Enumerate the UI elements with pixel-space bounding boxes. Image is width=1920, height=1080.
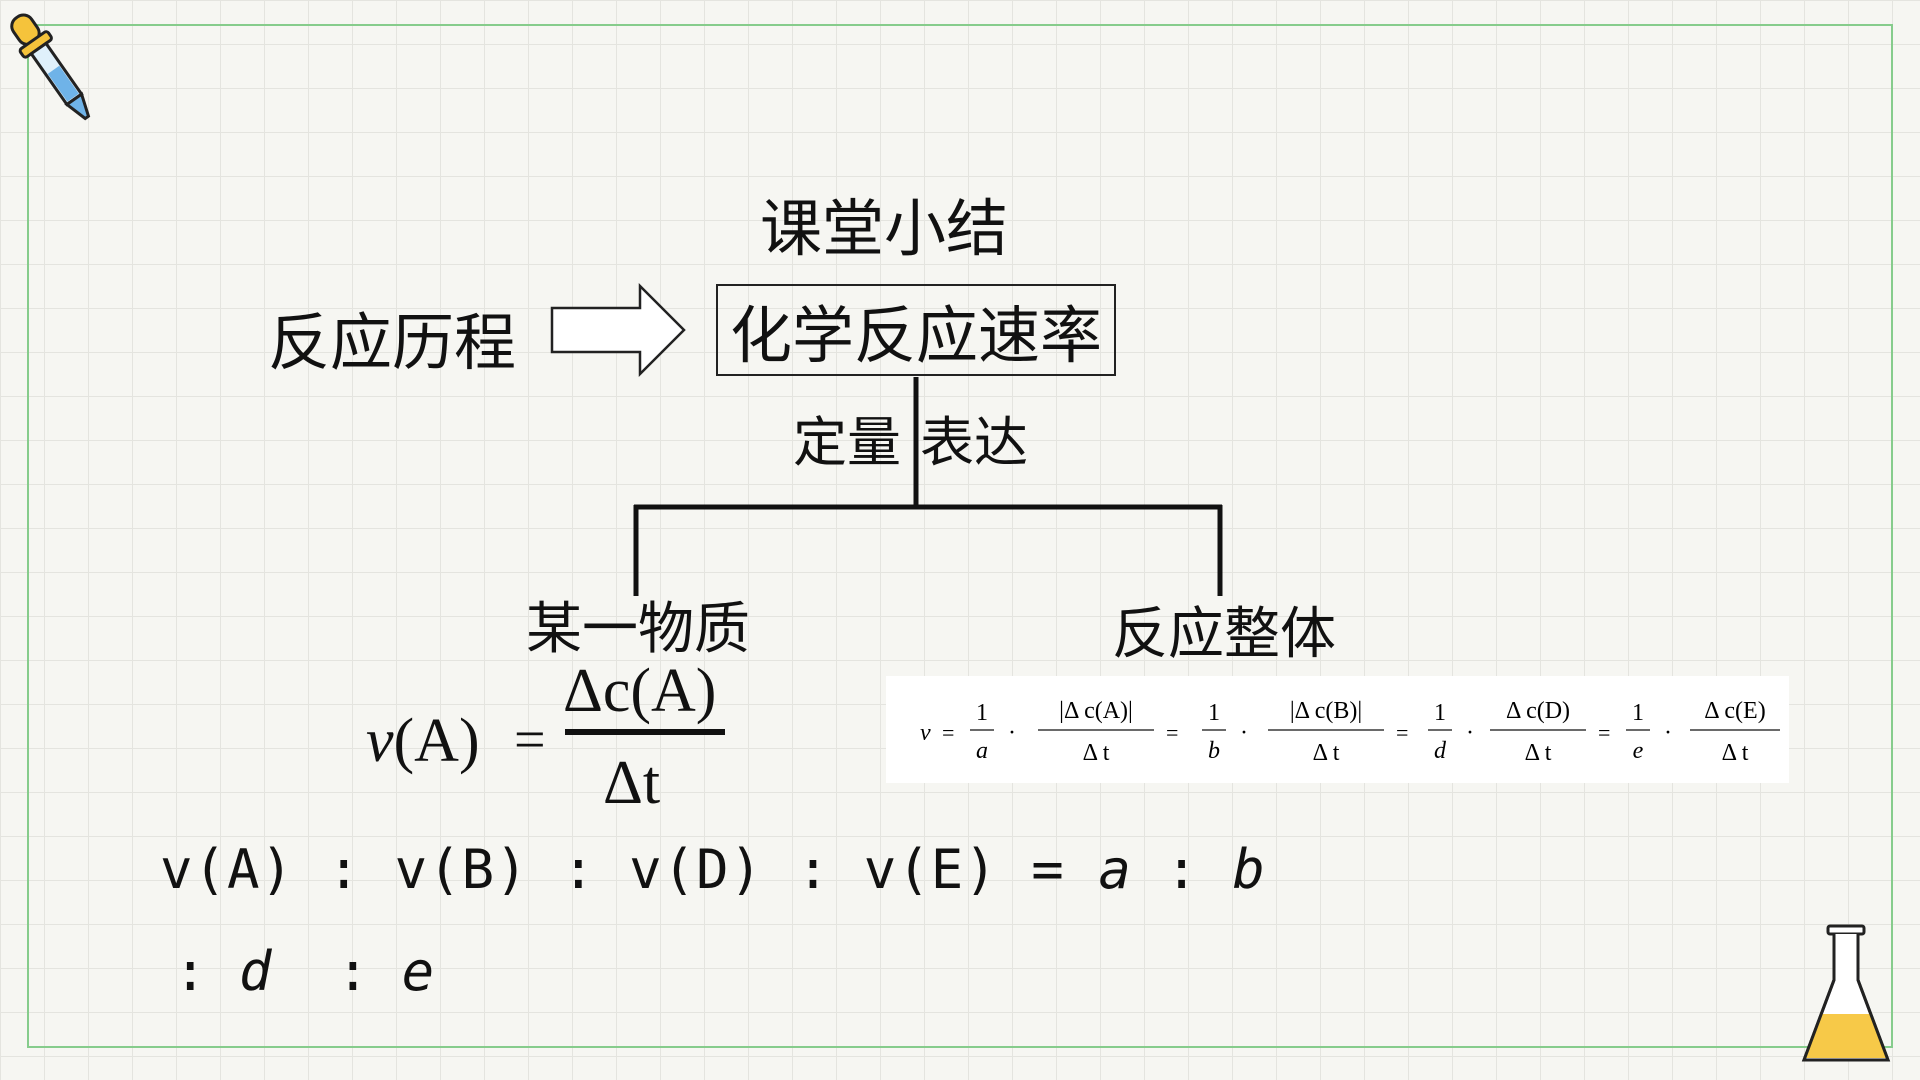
formula-eq-3: = — [1396, 720, 1408, 745]
delta-num-a: |Δ c(A)| — [1059, 698, 1133, 724]
formula-eq-4: = — [1598, 720, 1610, 745]
delta-num-e: Δ c(E) — [1704, 698, 1765, 724]
overall-rate-equation: v = 1 a · |Δ c(A)| Δ t = 1 b · |Δ c(B)| … — [920, 698, 1780, 766]
dot-3: · — [1466, 720, 1474, 746]
coef-den-e: e — [1633, 738, 1644, 764]
flask-icon — [1801, 924, 1891, 1062]
coef-den-d: d — [1434, 738, 1447, 764]
coef-num-d: 1 — [1434, 700, 1446, 726]
coef-den-a: a — [976, 738, 988, 764]
dot-2: · — [1240, 720, 1248, 746]
formula-v: v — [920, 720, 931, 746]
formula-eq-2: = — [1166, 720, 1178, 745]
overall-rate-formula: v = 1 a · |Δ c(A)| Δ t = 1 b · |Δ c(B)| … — [886, 676, 1789, 783]
fraction-numerator: Δc(A) — [563, 657, 717, 725]
quantitative-label: 定量 — [793, 411, 901, 474]
single-substance-label: 某一物质 — [526, 597, 750, 662]
slide-title: 课堂小结 — [760, 192, 1009, 265]
delta-num-d: Δ c(D) — [1506, 698, 1570, 724]
slide-frame — [27, 24, 1893, 1048]
coef-den-b: b — [1208, 738, 1220, 764]
rate-ratio-line-1: v(A) : v(B) : v(D) : v(E) = a : b — [160, 838, 1266, 901]
fraction-bar — [565, 729, 725, 735]
delta-den-a: Δ t — [1083, 740, 1110, 766]
right-arrow-icon — [550, 282, 686, 378]
rate-ratio-line-2: : d : e — [174, 940, 435, 1003]
delta-den-e: Δ t — [1722, 740, 1749, 766]
reaction-process-label: 反应历程 — [268, 306, 517, 379]
formula-equals: = — [514, 709, 546, 771]
coef-num-e: 1 — [1632, 700, 1644, 726]
formula-eq-1: = — [942, 720, 954, 745]
fraction-denominator: Δt — [603, 749, 661, 817]
whole-reaction-label: 反应整体 — [1112, 602, 1336, 667]
rate-of-a-lhs: v(A) — [366, 707, 480, 775]
delta-den-d: Δ t — [1525, 740, 1552, 766]
dropper-icon — [10, 13, 91, 121]
expression-label: 表达 — [920, 411, 1028, 474]
dot-4: · — [1664, 720, 1672, 746]
reaction-rate-box: 化学反应速率 — [716, 284, 1116, 376]
coef-num-a: 1 — [976, 700, 988, 726]
delta-den-b: Δ t — [1313, 740, 1340, 766]
coef-num-b: 1 — [1208, 700, 1220, 726]
dot-1: · — [1008, 720, 1016, 746]
delta-num-b: |Δ c(B)| — [1290, 698, 1362, 724]
